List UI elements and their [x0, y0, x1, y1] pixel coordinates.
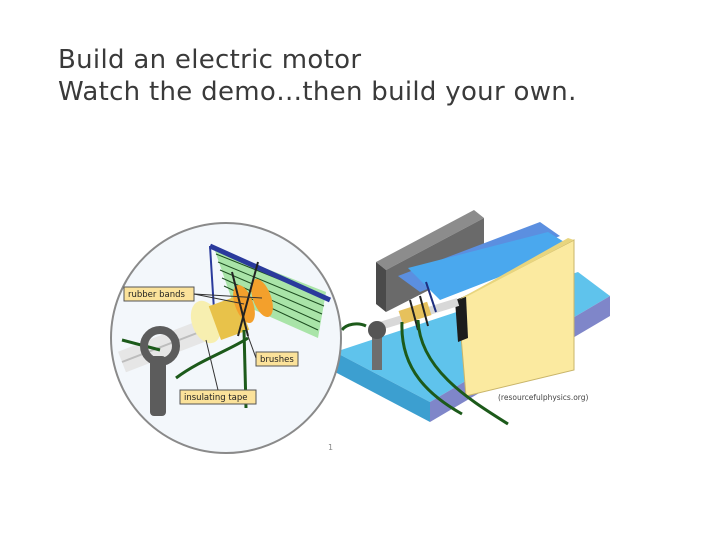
right-support	[368, 321, 386, 370]
front-magnet	[455, 238, 575, 397]
title-line-1: Build an electric motor	[58, 45, 362, 75]
right-wires	[340, 319, 509, 426]
credit-text: (resourcefulphysics.org)	[498, 393, 589, 402]
title-line-2: Watch the demo…then build your own.	[58, 77, 577, 107]
zoom-circle	[110, 222, 342, 454]
label-rubber-bands-text: rubber bands	[128, 290, 185, 300]
page-mark: 1	[328, 443, 333, 452]
label-brushes: brushes	[247, 335, 299, 367]
label-insulating-tape-text: insulating tape	[184, 393, 247, 403]
right-coil	[378, 281, 460, 331]
label-insulating-tape: insulating tape	[179, 339, 257, 405]
slide-title: Build an electric motor Watch the demo…t…	[58, 44, 698, 108]
blue-slab	[408, 232, 574, 300]
label-rubber-bands: rubber bands	[123, 286, 263, 305]
label-brushes-text: brushes	[260, 355, 294, 365]
